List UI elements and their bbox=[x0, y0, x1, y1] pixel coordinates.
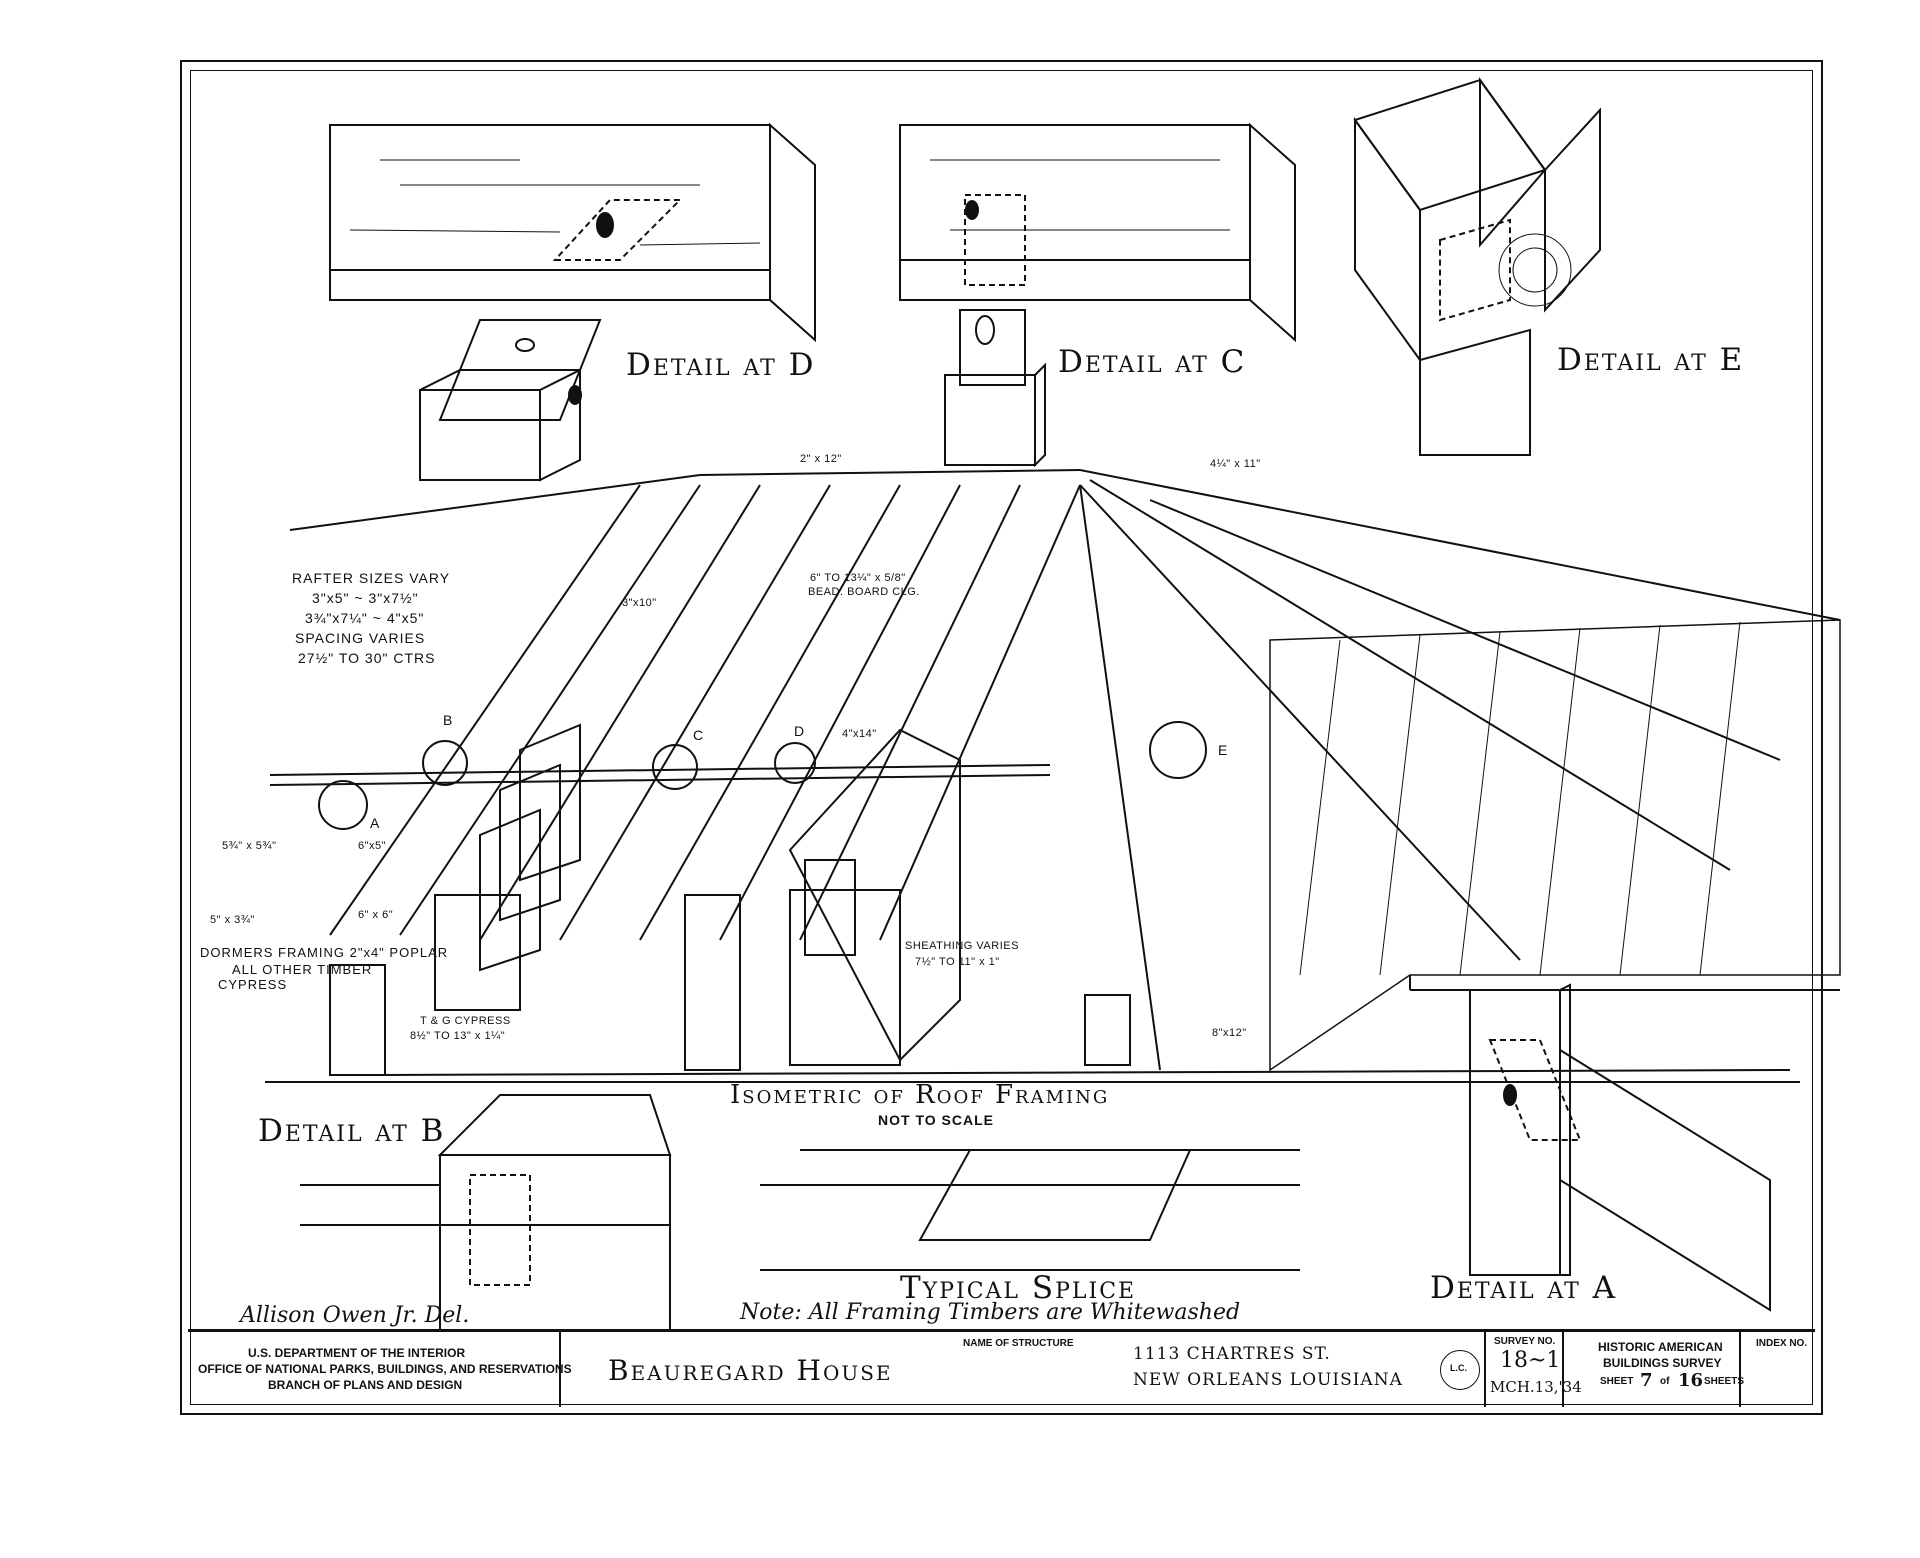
detail-b-title: Detail at B bbox=[258, 1113, 446, 1149]
agency-line-3: BRANCH OF PLANS AND DESIGN bbox=[268, 1378, 463, 1392]
main-subtitle: NOT TO SCALE bbox=[878, 1112, 994, 1128]
drawing-sheet-border bbox=[180, 60, 1823, 1415]
dim-post-5x5: 5¾" x 5¾" bbox=[222, 840, 277, 852]
dim-ceiling-board-1: 6" TO 13¼" x 5/8" bbox=[810, 572, 906, 584]
dim-other-timber-2: CYPRESS bbox=[218, 977, 288, 992]
typical-splice-title: Typical Splice bbox=[900, 1270, 1137, 1306]
dim-beam-4x14: 4"x14" bbox=[842, 728, 877, 740]
seal-stamp-text: L.C. bbox=[1450, 1363, 1467, 1373]
detail-a-post bbox=[1469, 983, 1771, 1312]
detail-c-beam bbox=[899, 122, 1296, 343]
survey-number: 18~1 bbox=[1500, 1348, 1561, 1373]
rafter-note-line-1: RAFTER SIZES VARY bbox=[292, 570, 451, 586]
callout-b: B bbox=[443, 712, 453, 728]
structure-name: Beauregard House bbox=[608, 1354, 893, 1387]
main-title: Isometric of Roof Framing bbox=[730, 1080, 1110, 1110]
seal-stamp bbox=[1440, 1350, 1480, 1390]
dim-sill-5x3: 5" x 3¾" bbox=[210, 914, 255, 926]
agency-line-2: OFFICE OF NATIONAL PARKS, BUILDINGS, AND… bbox=[198, 1362, 572, 1376]
callout-a: A bbox=[370, 815, 380, 831]
callout-e: E bbox=[1218, 742, 1228, 758]
dim-sheathing-2: 7½" TO 11" x 1" bbox=[915, 956, 1000, 968]
rafter-note-line-4: SPACING VARIES bbox=[295, 630, 426, 646]
survey-date: MCH.13,'34 bbox=[1490, 1378, 1582, 1396]
dim-top-2x12: 2" x 12" bbox=[800, 453, 842, 465]
framing-note: Note: All Framing Timbers are Whitewashe… bbox=[740, 1300, 1241, 1325]
main-roof-framing bbox=[265, 469, 1841, 1083]
habs-line-2: BUILDINGS SURVEY bbox=[1603, 1356, 1722, 1370]
dim-rafter-3x10: 3"x10" bbox=[622, 597, 657, 609]
sheets-label: SHEETS bbox=[1704, 1376, 1745, 1387]
survey-label: SURVEY NO. bbox=[1494, 1336, 1556, 1347]
dim-post-6x6: 6" x 6" bbox=[358, 909, 394, 921]
dim-ceiling-board-2: BEAD. BOARD CLG. bbox=[808, 586, 920, 598]
delineator-signature: Allison Owen Jr. Del. bbox=[240, 1303, 470, 1328]
rafter-note-line-2: 3"x5" ~ 3"x7½" bbox=[312, 590, 419, 606]
detail-d-tenon-piece bbox=[419, 319, 602, 482]
dim-tg-cypress-1: T & G CYPRESS bbox=[420, 1015, 511, 1027]
sheet-total: 16 bbox=[1678, 1370, 1704, 1391]
agency-line-1: U.S. DEPARTMENT OF THE INTERIOR bbox=[248, 1346, 466, 1360]
dim-sheathing-1: SHEATHING VARIES bbox=[905, 940, 1019, 952]
detail-d-title: Detail at D bbox=[626, 347, 816, 383]
address-line-1: 1113 CHARTRES ST. bbox=[1133, 1344, 1331, 1364]
structure-label: NAME OF STRUCTURE bbox=[963, 1338, 1074, 1349]
rafter-note-line-5: 27½" TO 30" CTRS bbox=[298, 650, 436, 666]
callout-d: D bbox=[794, 723, 805, 739]
address-line-2: NEW ORLEANS LOUISIANA bbox=[1133, 1370, 1403, 1390]
callout-c: C bbox=[693, 727, 704, 743]
dim-tg-cypress-2: 8½" TO 13" x 1¼" bbox=[410, 1030, 506, 1042]
rafter-note-line-3: 3¾"x7¼" ~ 4"x5" bbox=[305, 610, 425, 626]
typical-splice bbox=[760, 1149, 1300, 1271]
detail-c-title: Detail at C bbox=[1058, 344, 1247, 380]
title-block: U.S. DEPARTMENT OF THE INTERIOR OFFICE O… bbox=[188, 1330, 1815, 1409]
dim-other-timber-1: ALL OTHER TIMBER bbox=[232, 962, 373, 977]
of-label: of bbox=[1660, 1376, 1670, 1387]
dim-dormers-framing: DORMERS FRAMING 2"x4" POPLAR bbox=[200, 945, 449, 960]
index-label: INDEX NO. bbox=[1756, 1338, 1808, 1349]
detail-a-title: Detail at A bbox=[1430, 1270, 1618, 1306]
sheet-label: SHEET bbox=[1600, 1376, 1634, 1387]
habs-line-1: HISTORIC AMERICAN bbox=[1598, 1340, 1723, 1354]
detail-c-post bbox=[944, 309, 1046, 468]
dim-brace-6x5: 6"x5" bbox=[358, 840, 387, 852]
detail-e-joint bbox=[1353, 76, 1601, 456]
detail-d-beam bbox=[329, 122, 816, 343]
dim-beam-8x12: 8"x12" bbox=[1212, 1027, 1247, 1039]
sheet-number: 7 bbox=[1640, 1370, 1653, 1391]
drawing-sheet-inner-border bbox=[190, 70, 1813, 1405]
dim-top-4x11: 4¼" x 11" bbox=[1210, 458, 1261, 470]
detail-e-title: Detail at E bbox=[1557, 342, 1745, 378]
